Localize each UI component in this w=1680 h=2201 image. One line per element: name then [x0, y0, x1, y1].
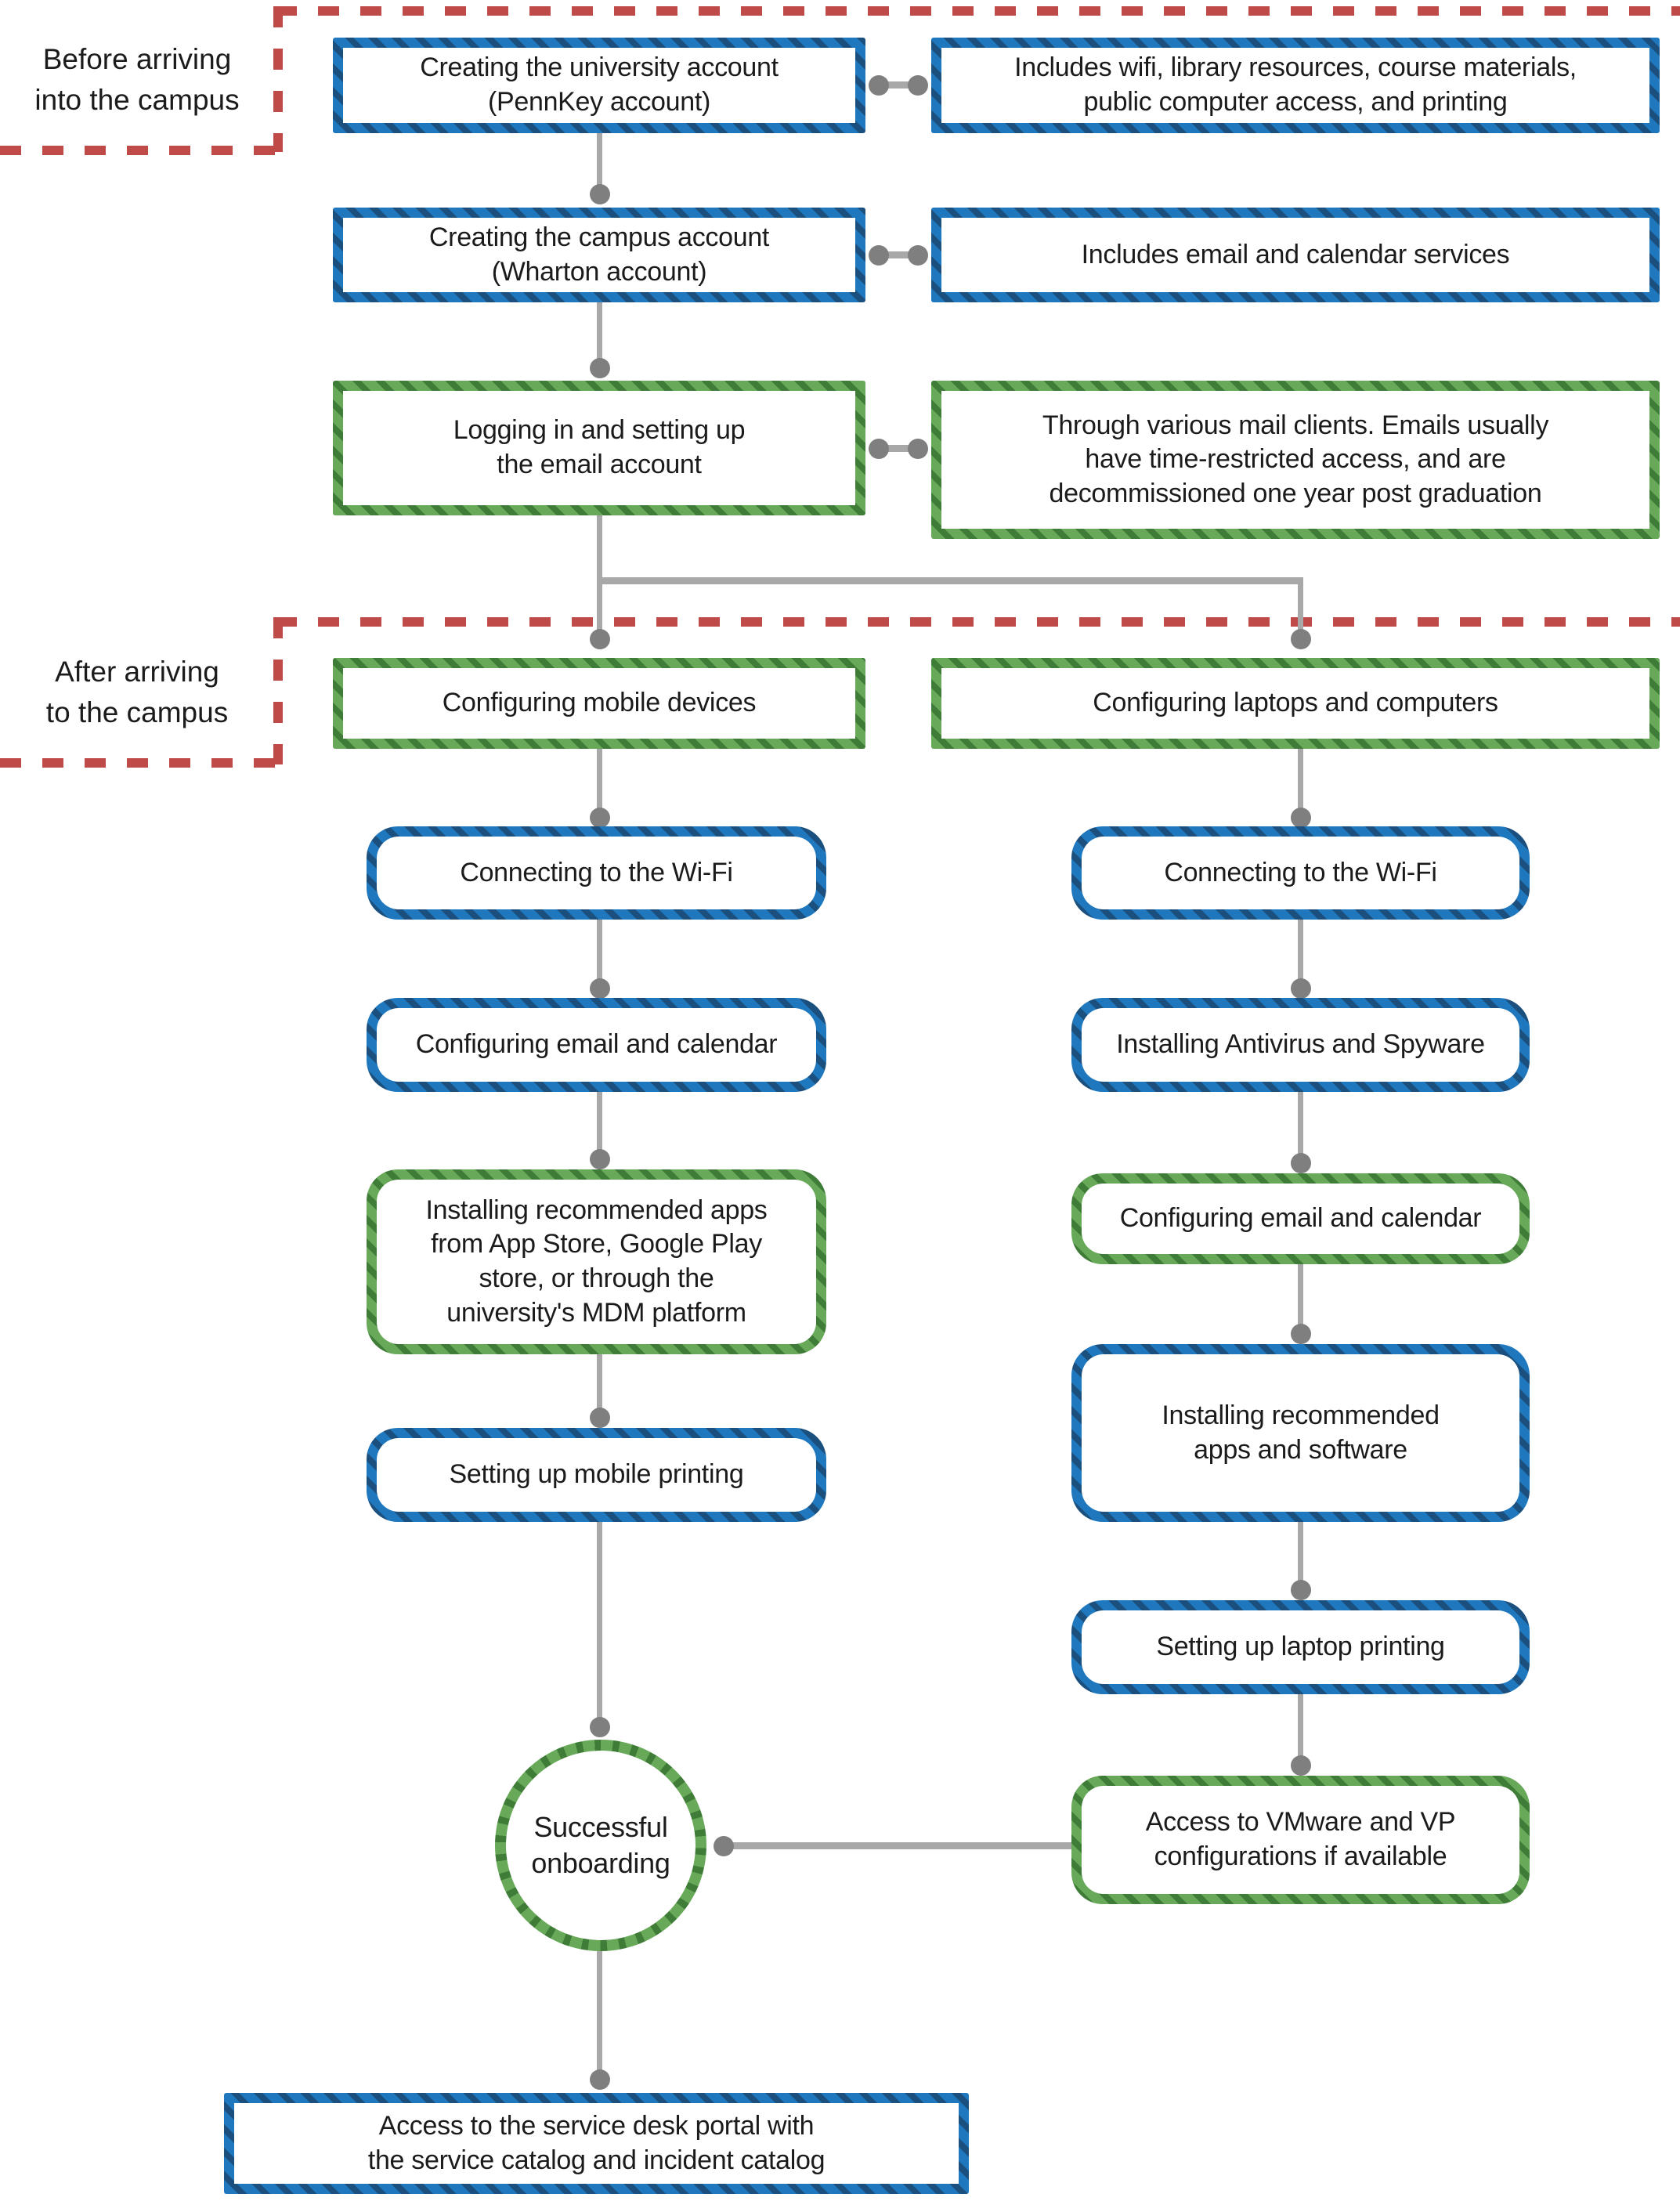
node-email-calendar-mobile: Configuring email and calendar [367, 998, 826, 1092]
note-email-setup: Through various mail clients. Emails usu… [931, 381, 1660, 539]
node-wifi-mobile-label: Connecting to the Wi-Fi [460, 857, 733, 887]
connector-mobile-to-wifi [597, 749, 602, 818]
connector-printing-to-vmware [1298, 1694, 1303, 1765]
connector-antivirus-to-email [1298, 1092, 1303, 1163]
node-mobile-printing: Setting up mobile printing [367, 1428, 826, 1522]
connector-vmware-to-onboarding [721, 1842, 1071, 1849]
connector-printing-to-onboarding [597, 1522, 602, 1727]
zone-after-dash-top [276, 617, 1680, 627]
node-successful-onboarding-label: Successful onboarding [531, 1810, 670, 1879]
node-laptop-printing: Setting up laptop printing [1071, 1600, 1530, 1694]
node-apps-mobile: Installing recommended apps from App Sto… [367, 1169, 826, 1354]
node-successful-onboarding: Successful onboarding [495, 1740, 706, 1951]
node-service-desk: Access to the service desk portal with t… [224, 2093, 969, 2194]
zone-before-dash-bottom [0, 146, 282, 155]
node-configure-mobile-label: Configuring mobile devices [442, 688, 757, 718]
note-campus-account-label: Includes email and calendar services [1081, 239, 1510, 269]
zone-label-before: Before arriving into the campus [34, 43, 240, 116]
connector-campus-note [876, 251, 921, 258]
node-wifi-laptop: Connecting to the Wi-Fi [1071, 826, 1530, 920]
node-email-setup-label: Logging in and setting up the email acco… [453, 415, 746, 479]
node-email-setup: Logging in and setting up the email acco… [333, 381, 865, 515]
connector-apps-to-printing-laptop [1298, 1522, 1303, 1590]
node-antivirus: Installing Antivirus and Spyware [1071, 998, 1530, 1092]
node-wifi-mobile: Connecting to the Wi-Fi [367, 826, 826, 920]
node-wifi-laptop-label: Connecting to the Wi-Fi [1164, 857, 1437, 887]
zone-before-dash-side [273, 6, 283, 152]
note-email-setup-label: Through various mail clients. Emails usu… [1042, 410, 1549, 508]
node-apps-laptop: Installing recommended apps and software [1071, 1344, 1530, 1522]
node-apps-laptop-label: Installing recommended apps and software [1162, 1400, 1440, 1465]
connector-email-note [876, 445, 921, 452]
connector-email-to-apps-mobile [597, 1092, 602, 1159]
node-email-calendar-mobile-label: Configuring email and calendar [415, 1029, 778, 1060]
connector-laptop-to-wifi [1298, 749, 1303, 818]
note-university-account-label: Includes wifi, library resources, course… [1014, 52, 1577, 117]
zone-before-dash-top [276, 6, 1680, 16]
connector-branch-horizontal [599, 577, 1303, 584]
node-service-desk-label: Access to the service desk portal with t… [367, 2110, 826, 2175]
note-university-account: Includes wifi, library resources, course… [931, 38, 1660, 133]
node-configure-mobile: Configuring mobile devices [333, 658, 865, 749]
zone-after-dash-bottom [0, 758, 282, 768]
zone-after-dash-side [273, 617, 283, 764]
node-email-calendar-laptop-label: Configuring email and calendar [1119, 1203, 1482, 1234]
connector-branch-right [1298, 577, 1303, 639]
connector-onboarding-to-servicedesk [597, 1951, 602, 2080]
connector-email-to-apps-laptop [1298, 1264, 1303, 1334]
connector-wifi-to-antivirus [1298, 920, 1303, 988]
connector-university-note [876, 81, 921, 89]
node-mobile-printing-label: Setting up mobile printing [449, 1459, 744, 1490]
zone-label-after: After arriving to the campus [45, 656, 229, 728]
node-apps-mobile-label: Installing recommended apps from App Sto… [425, 1194, 768, 1328]
node-university-account-label: Creating the university account (PennKey… [420, 52, 779, 117]
note-campus-account: Includes email and calendar services [931, 208, 1660, 302]
connector-campus-to-email [597, 302, 602, 368]
node-campus-account: Creating the campus account (Wharton acc… [333, 208, 865, 302]
node-vmware-access: Access to VMware and VP configurations i… [1071, 1776, 1530, 1904]
node-antivirus-label: Installing Antivirus and Spyware [1116, 1029, 1485, 1060]
node-configure-laptops: Configuring laptops and computers [931, 658, 1660, 749]
connector-wifi-to-email-mobile [597, 920, 602, 988]
node-laptop-printing-label: Setting up laptop printing [1156, 1632, 1445, 1662]
node-campus-account-label: Creating the campus account (Wharton acc… [428, 222, 770, 287]
node-vmware-access-label: Access to VMware and VP configurations i… [1145, 1807, 1456, 1871]
node-university-account: Creating the university account (PennKey… [333, 38, 865, 133]
connector-apps-to-printing-mobile [597, 1354, 602, 1418]
node-email-calendar-laptop: Configuring email and calendar [1071, 1173, 1530, 1264]
node-configure-laptops-label: Configuring laptops and computers [1093, 688, 1498, 718]
connector-university-to-campus [597, 133, 602, 194]
